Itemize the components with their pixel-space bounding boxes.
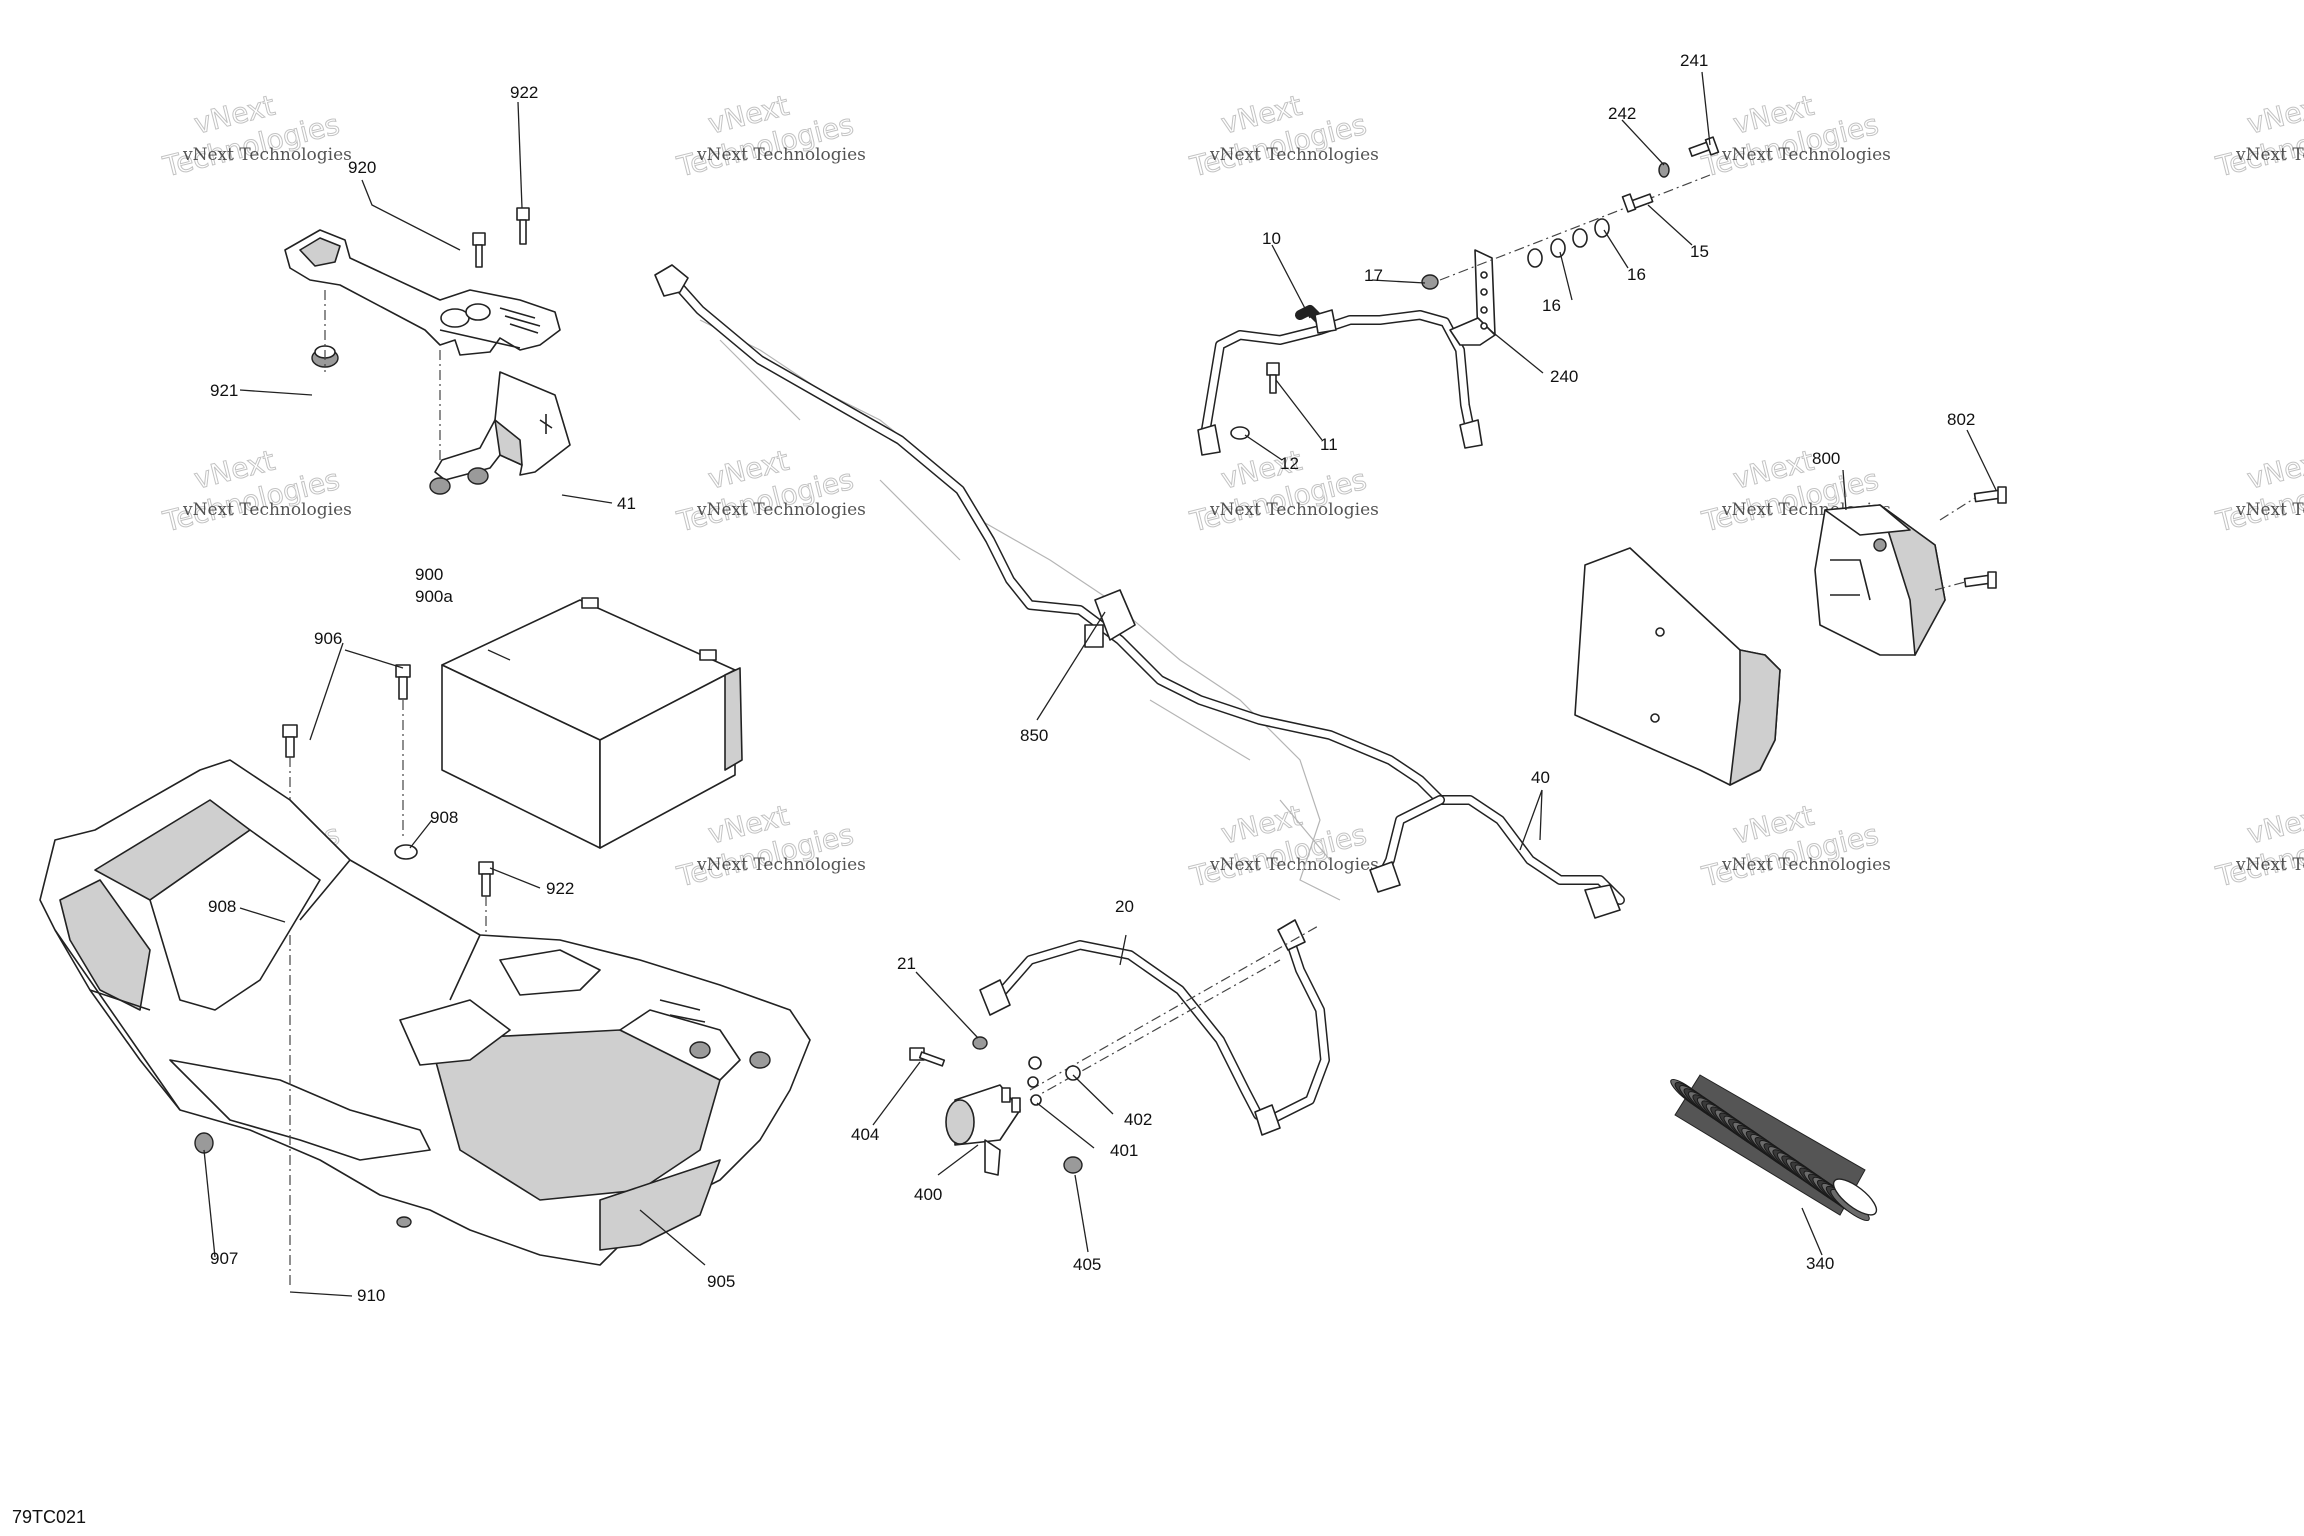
watermark-text: vNext Technologies [1721,145,1891,165]
shield-plate [1574,547,1781,786]
callout-12: 12 [1280,454,1299,473]
bolt-906a [395,664,411,700]
corrugated-tube-340 [1670,1074,1878,1222]
watermark-text: vNext Technologies [182,145,352,165]
watermark-text: vNext Technologies [1721,855,1891,875]
callout-41: 41 [617,494,636,513]
callout-labels: 922 920 921 41 900 900a 906 908 922 908 … [208,51,1975,1305]
watermark-text: vNext Technologies [2235,145,2304,165]
bolt-15 [1621,193,1654,213]
callout-908a: 908 [430,808,458,827]
cover-41 [429,371,571,495]
callout-922b: 922 [546,879,574,898]
callout-40: 40 [1531,768,1550,787]
nut-21 [972,1036,988,1050]
callout-17: 17 [1364,266,1383,285]
callout-900: 900 [415,565,443,584]
callout-11: 11 [1320,435,1338,454]
cable-10 [1197,305,1483,456]
module-800 [1814,504,1946,656]
washers-16 [1527,218,1610,268]
callout-400: 400 [914,1185,942,1204]
bolts-802 [1963,486,2007,589]
bolt-906b [282,724,298,758]
solenoid-400 [945,1084,1021,1176]
battery-tray-905 [39,759,811,1266]
watermark-text: vNext Technologies [2235,500,2304,520]
callout-802: 802 [1947,410,1975,429]
leader-lines [203,71,1997,1297]
callout-907: 907 [210,1249,238,1268]
callout-922a: 922 [510,83,538,102]
nut-405 [1063,1156,1083,1174]
callout-920: 920 [348,158,376,177]
bolt-922b [478,861,494,897]
watermark-text: vNext Technologies [182,500,352,520]
callout-906: 906 [314,629,342,648]
callout-921: 921 [210,381,238,400]
callout-908b: 908 [208,897,236,916]
callout-21: 21 [897,954,916,973]
watermark-text: vNext Technologies [696,500,866,520]
callout-900a: 900a [415,587,453,606]
bracket-920 [284,229,561,356]
nuts-401 [1027,1076,1042,1106]
callout-850: 850 [1020,726,1048,745]
clip-bottom [396,1216,412,1228]
bolt-404 [909,1047,946,1067]
battery-900 [441,597,743,849]
wiring-harness-850 [654,264,1625,919]
callout-240: 240 [1550,367,1578,386]
callout-241: 241 [1680,51,1708,70]
bolt-922c [472,232,486,268]
watermark-text: vNext Technologies [1209,500,1379,520]
callout-16b: 16 [1542,296,1561,315]
cable-20 [979,919,1330,1136]
callout-340: 340 [1806,1254,1834,1273]
washer-908a [394,844,418,860]
callout-800: 800 [1812,449,1840,468]
callout-404: 404 [851,1125,879,1144]
callout-910: 910 [357,1286,385,1305]
watermark-text: vNext Technologies [1209,855,1379,875]
watermark-text: vNext Technologies [1209,145,1379,165]
nuts-402 [1028,1056,1081,1081]
bracket-240 [1449,249,1496,346]
washer-242 [1658,162,1670,178]
callout-20: 20 [1115,897,1134,916]
nut-17 [1421,274,1439,290]
watermark-text: vNext Technologies [696,855,866,875]
callout-15: 15 [1690,242,1709,261]
watermark-text: vNext Technologies [696,145,866,165]
callout-405: 405 [1073,1255,1101,1274]
callout-242: 242 [1608,104,1636,123]
callout-16a: 16 [1627,265,1646,284]
callout-401: 401 [1110,1141,1138,1160]
bolt-922a [516,207,530,245]
callout-10: 10 [1262,229,1281,248]
diagram-code: 79TC021 [12,1507,86,1527]
watermark-text: vNext Technologies [2235,855,2304,875]
callout-402: 402 [1124,1110,1152,1129]
washer-12 [1230,426,1250,440]
bolt-11 [1266,362,1280,394]
callout-905: 905 [707,1272,735,1291]
